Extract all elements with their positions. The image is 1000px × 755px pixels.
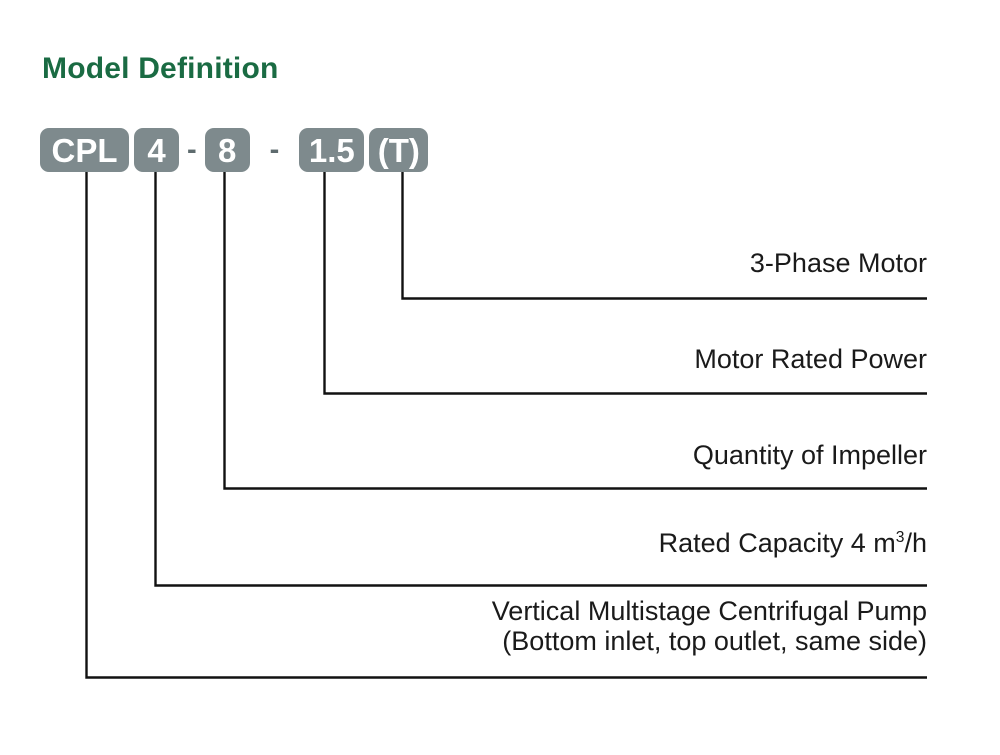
legend-series-line-2: (Bottom inlet, top outlet, same side) bbox=[502, 626, 927, 657]
legend-label-capacity: Rated Capacity 4 m3/h bbox=[659, 528, 927, 558]
code-dash-2: - bbox=[269, 133, 280, 166]
model-code-row: CPL 4 - 8 - 1.5 (T) bbox=[40, 128, 429, 172]
code-badge-power[interactable]: 1.5 bbox=[299, 128, 365, 172]
legend-capacity-prefix: Rated Capacity 4 m bbox=[658, 528, 896, 558]
legend-series-line-1: Vertical Multistage Centrifugal Pump bbox=[491, 596, 927, 626]
legend-label-series: Vertical Multistage Centrifugal Pump (Bo… bbox=[492, 596, 927, 656]
code-badge-phase[interactable]: (T) bbox=[369, 128, 429, 172]
legend-label-power: Motor Rated Power bbox=[694, 344, 927, 374]
legend-capacity-superscript: 3 bbox=[895, 529, 905, 546]
page-title: Model Definition bbox=[42, 52, 279, 85]
code-badge-stages[interactable]: 8 bbox=[204, 128, 250, 172]
code-dash-1: - bbox=[187, 133, 197, 166]
connector-capacity bbox=[154, 172, 927, 587]
legend-capacity-suffix: /h bbox=[904, 528, 927, 558]
legend-label-stages: Quantity of Impeller bbox=[692, 440, 927, 470]
legend-label-phase: 3-Phase Motor bbox=[749, 248, 927, 278]
connector-phase bbox=[401, 172, 927, 300]
code-badge-series[interactable]: CPL bbox=[40, 128, 129, 172]
code-badge-capacity[interactable]: 4 bbox=[134, 128, 179, 172]
